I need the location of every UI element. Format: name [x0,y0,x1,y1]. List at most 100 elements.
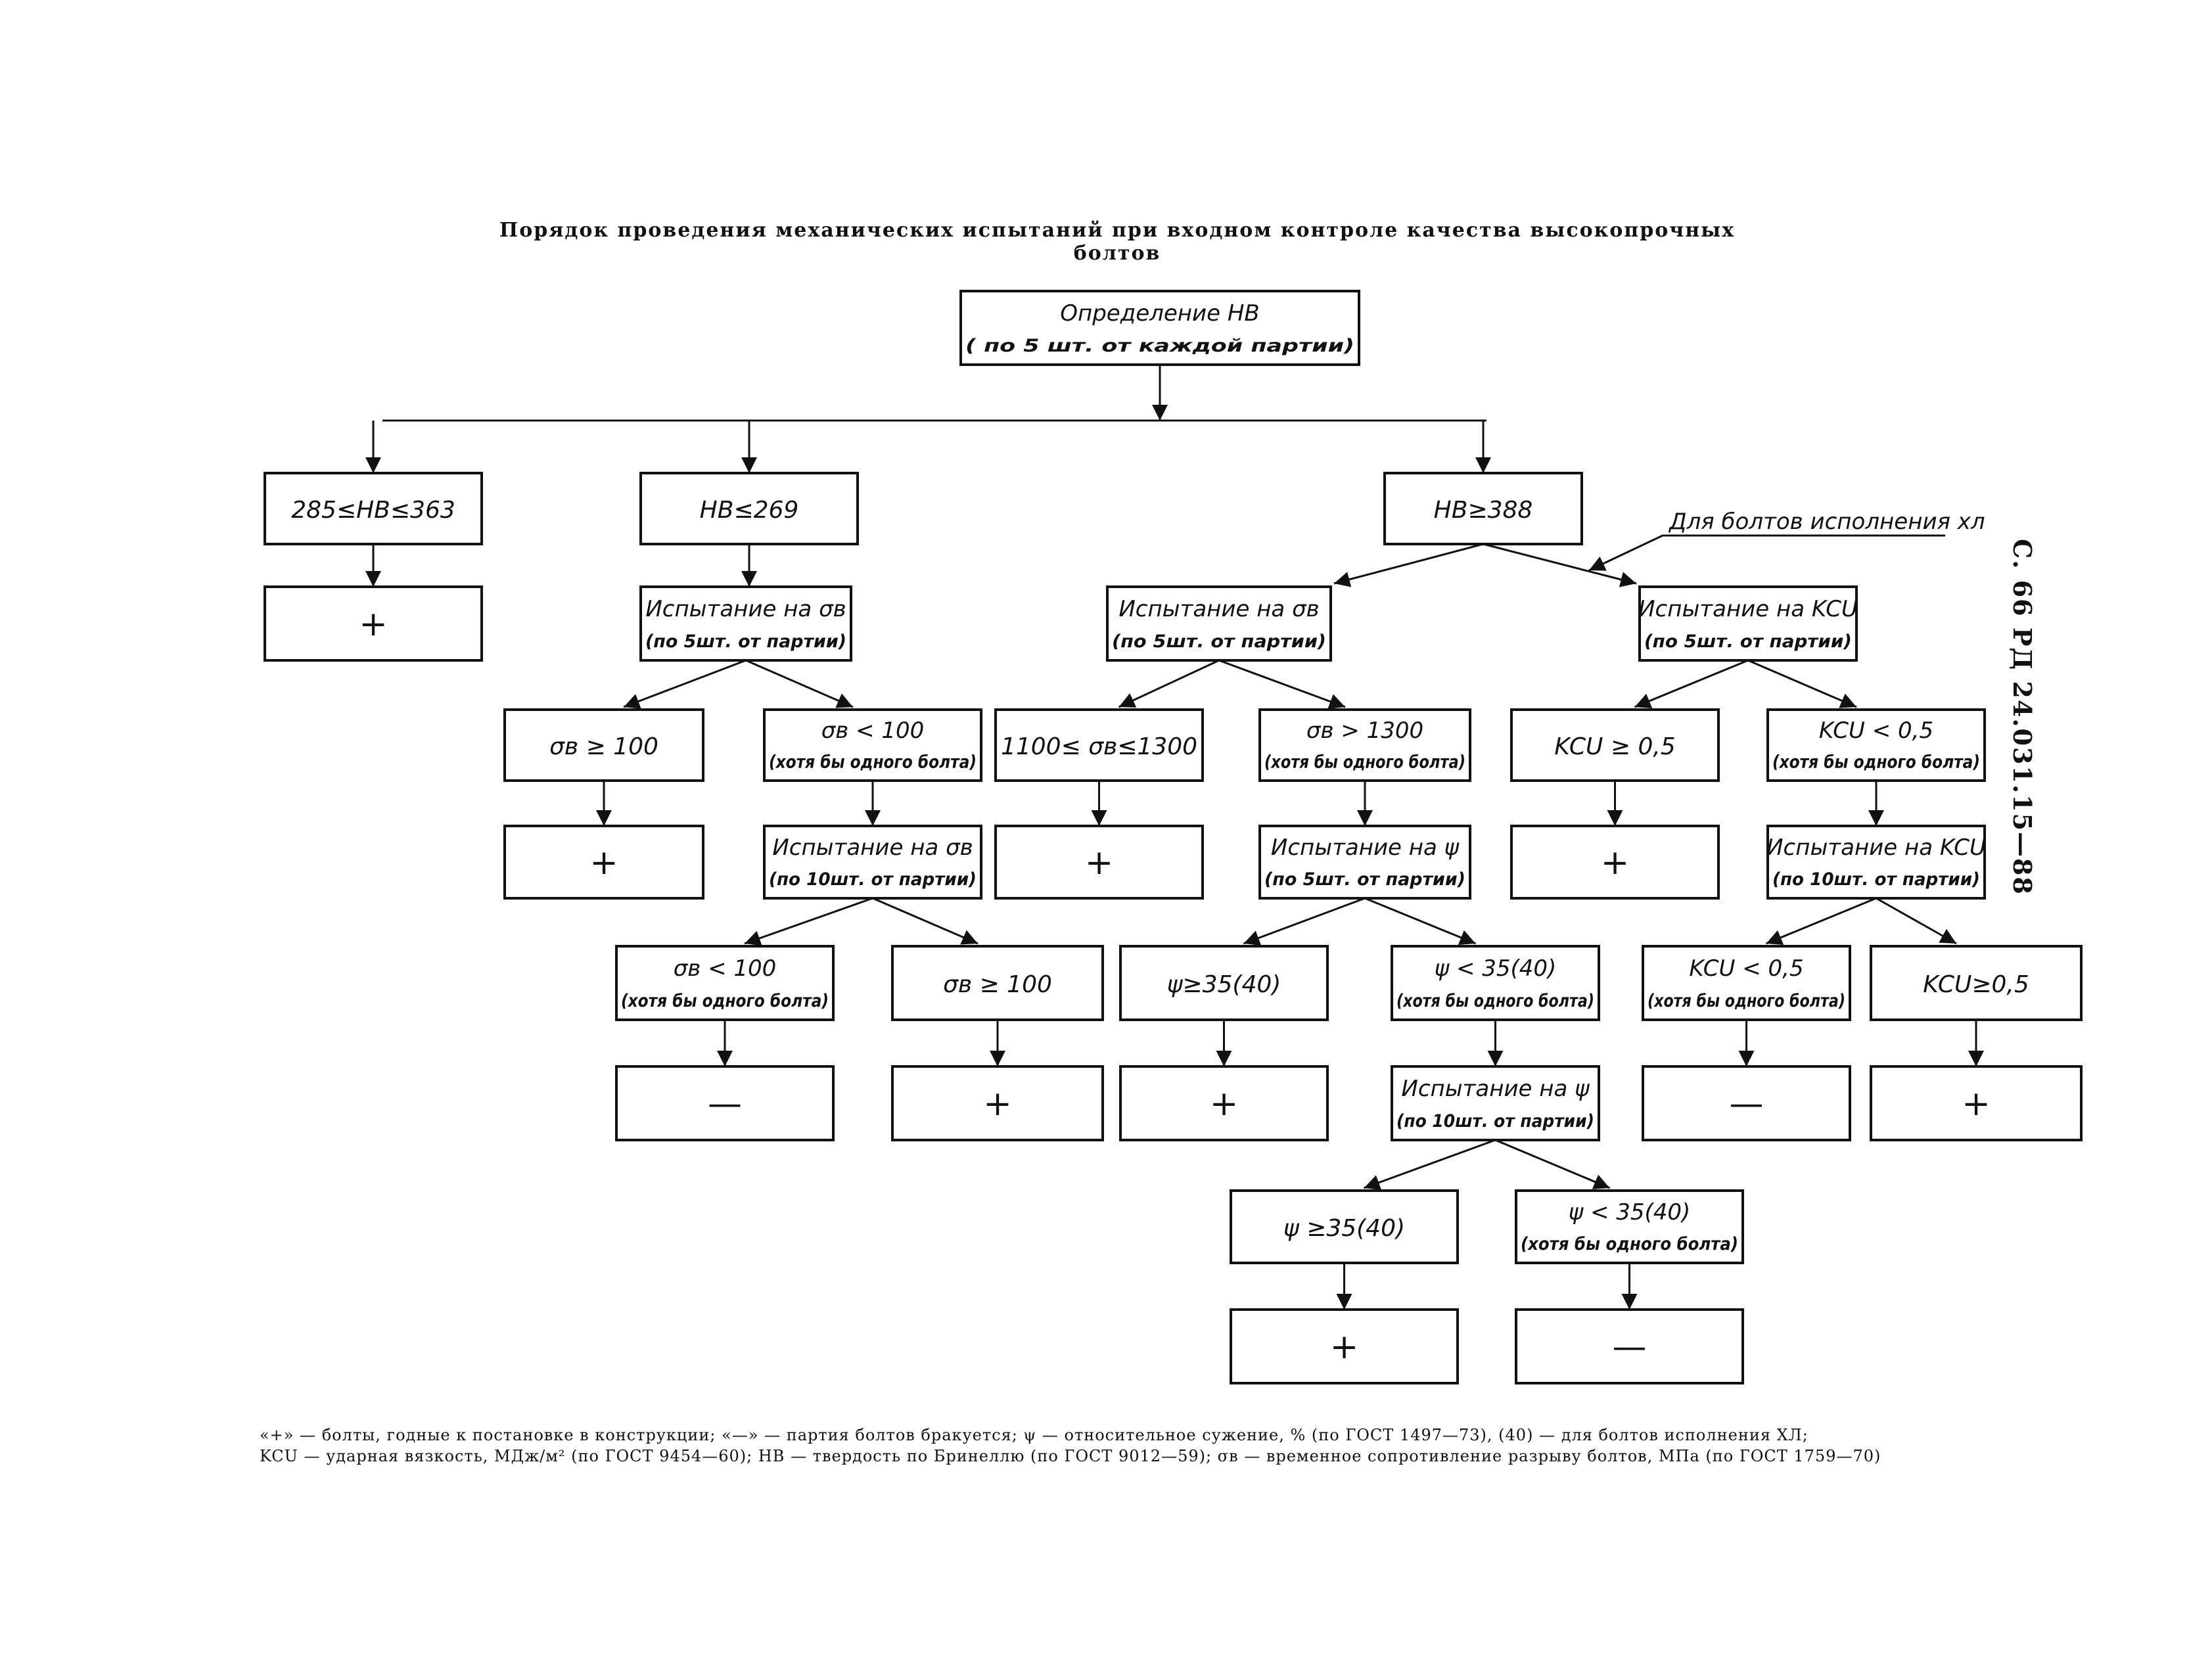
legend-line-2: KCU — ударная вязкость, МДж/м² (по ГОСТ … [260,1447,1881,1465]
box-label: σв < 100 [821,718,925,744]
box-frame [994,825,1204,900]
box-res-minus-a: — [615,1065,835,1141]
box-res-minus-c: — [1515,1308,1744,1384]
box-label: Определение HB [1060,300,1260,327]
box-frame [1510,825,1720,900]
box-frame [1515,1308,1744,1384]
box-frame [639,472,859,545]
box-sublabel: (по 5шт. от партии) [1112,631,1326,652]
result-accept: + [983,1084,1012,1124]
box-frame [1119,1065,1329,1141]
box-label: ψ < 35(40) [1569,1199,1691,1225]
box-label: Испытание на KCU [1766,834,1986,861]
box-frame [1870,1065,2083,1141]
box-sublabel: (по 10шт. от партии) [1772,869,1980,890]
box-frame [1515,1189,1744,1264]
box-sublabel: (хотя бы одного болта) [1396,991,1594,1011]
boxes: Определение HB ( по 5 шт. от каждой парти… [264,290,2083,1384]
box-frame [763,708,982,782]
connector [1243,897,1366,946]
box-res-minus-b: — [1642,1065,1851,1141]
connector [1747,659,1857,708]
box-sigma-range: 1100≤ σв≤1300 [994,708,1204,782]
box-test-sigma-c: Испытание на σв (по 10шт. от партии) [763,825,982,900]
result-accept: + [359,605,388,644]
result-accept: + [1210,1084,1239,1124]
box-root: Определение HB ( по 5 шт. от каждой парти… [959,290,1360,366]
box-frame [1258,708,1471,782]
box-res-plus-c: + [1870,1065,2083,1141]
box-label: KCU ≥ 0,5 [1554,733,1675,760]
box-label: KCU < 0,5 [1689,955,1803,982]
box-frame [1383,472,1583,545]
box-sublabel: (по 10шт. от партии) [769,869,977,890]
connectors: Для болтов исполнения хл [365,365,1985,1310]
box-frame [1642,1065,1851,1141]
box-frame [1766,708,1986,782]
box-frame [891,1065,1104,1141]
box-res-plus-b: + [1119,1065,1329,1141]
box-label: Испытание на σв [1118,596,1319,622]
box-hb-low: HB≤269 [639,472,859,545]
connector [872,897,979,945]
box-sublabel: (по 5шт. от партии) [645,631,846,652]
box-label: KCU < 0,5 [1819,718,1933,744]
box-res-plus-d: + [1230,1308,1459,1384]
connector [1363,1139,1496,1191]
result-reject: — [708,1084,742,1124]
box-frame [639,585,852,662]
box-test-kcu-a: Испытание на KCU (по 5шт. от партии) [1638,585,1858,662]
callout-leader [1588,534,1945,572]
box-frame [264,472,483,545]
box-frame [1638,585,1858,662]
box-label: ψ < 35(40) [1435,955,1557,982]
box-kcu-lt-a: KCU < 0,5(хотя бы одного болта) [1766,708,1986,782]
connector [623,659,747,709]
box-frame [891,945,1104,1021]
box-res-a1: + [503,825,704,900]
connector [1765,897,1877,945]
box-frame [1642,945,1851,1021]
box-test-kcu-b: Испытание на KCU (по 10шт. от партии) [1766,825,1986,900]
box-frame [1230,1189,1459,1264]
box-frame [615,945,835,1021]
box-frame [503,825,704,900]
box-label: 285≤HB≤363 [291,497,455,524]
legend: «+» — болты, годные к постановке в конст… [260,1425,2073,1467]
box-frame [1230,1308,1459,1384]
box-res-mid: + [264,585,483,662]
box-sublabel: (хотя бы одного болта) [1521,1234,1738,1254]
box-sublabel: (по 10шт. от партии) [1396,1111,1594,1132]
box-sublabel: (хотя бы одного болта) [769,752,977,773]
result-accept: + [589,843,618,882]
connector [1483,543,1637,587]
box-frame [959,290,1360,366]
box-label: 1100≤ σв≤1300 [1001,733,1197,760]
box-label: Испытание на σв [772,834,973,861]
box-frame [503,708,704,782]
result-reject: — [1613,1327,1647,1367]
result-accept: + [1962,1084,1991,1124]
box-sigma-gt1300: σв > 1300(хотя бы одного болта) [1258,708,1471,782]
connector [1634,659,1749,708]
connector [1364,897,1477,946]
box-frame [1870,945,2083,1021]
box-hb-mid: 285≤HB≤363 [264,472,483,545]
box-sublabel: ( по 5 шт. от каждой партии) [965,336,1354,356]
box-sublabel: (по 5шт. от партии) [1644,631,1852,652]
box-sigma-ge100-b: σв ≥ 100 [891,945,1104,1021]
box-label: Испытание на KCU [1638,596,1858,622]
connector [1333,543,1484,587]
box-test-sigma-b: Испытание на σв (по 5шт. от партии) [1106,585,1332,662]
box-sublabel: (хотя бы одного болта) [621,991,829,1011]
box-res-c1: + [1510,825,1720,900]
box-psi-ge-a: ψ≥35(40) [1119,945,1329,1021]
box-sublabel: (по 5шт. от партии) [1264,869,1465,890]
box-sigma-ge100-a: σв ≥ 100 [503,708,704,782]
legend-line-1: «+» — болты, годные к постановке в конст… [260,1426,1809,1444]
box-frame [1391,945,1600,1021]
box-test-sigma-a: Испытание на σв(по 5шт. от партии) [639,585,852,662]
result-accept: + [1085,843,1114,882]
box-label: Испытание на ψ [1271,834,1460,861]
